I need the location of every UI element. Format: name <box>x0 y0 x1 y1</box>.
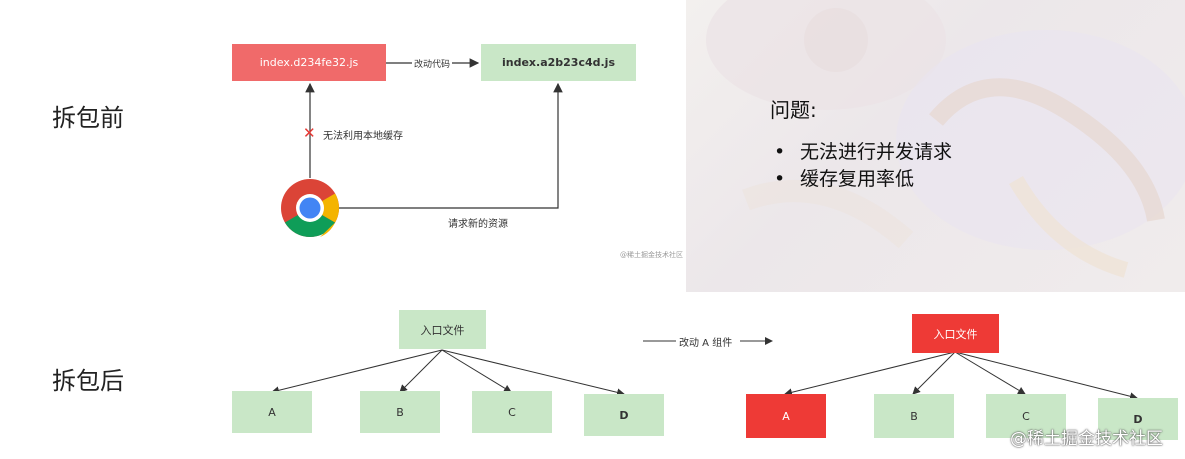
cross-icon: ✕ <box>303 124 316 142</box>
request-new-label: 请求新的资源 <box>448 219 508 230</box>
module-box-b: B <box>360 391 440 433</box>
new-bundle-box: index.a2b23c4d.js <box>481 44 636 81</box>
issues-list: 无法进行并发请求 缓存复用率低 <box>770 139 952 193</box>
old-bundle-box: index.d234fe32.js <box>232 44 386 81</box>
module-label: B <box>396 405 404 419</box>
new-bundle-label: index.a2b23c4d.js <box>501 56 615 69</box>
module-label: C <box>508 405 516 419</box>
issue-item: 无法进行并发请求 <box>770 139 952 166</box>
issue-item: 缓存复用率低 <box>770 166 952 193</box>
background-illustration <box>686 0 1185 292</box>
chrome-icon <box>280 178 340 238</box>
module-box-c: C <box>472 391 552 433</box>
entry-file-label: 入口文件 <box>933 327 978 341</box>
change-component-label: 改动 A 组件 <box>679 338 733 349</box>
issues-title: 问题: <box>770 98 817 122</box>
module-label: C <box>1022 409 1030 423</box>
label-before: 拆包前 <box>52 104 124 132</box>
module-box-d: D <box>1098 398 1178 440</box>
module-box-c: C <box>986 394 1066 438</box>
entry-file-box-changed: 入口文件 <box>912 314 999 353</box>
change-code-label: 改动代码 <box>412 57 453 70</box>
footer-watermark: @稀土掘金技术社区 <box>1010 429 1163 449</box>
entry-file-label: 入口文件 <box>420 323 465 337</box>
module-box-a-changed: A <box>746 394 826 438</box>
module-box-d: D <box>584 394 664 436</box>
module-label: D <box>1133 412 1143 426</box>
module-label: D <box>619 408 629 422</box>
entry-file-box: 入口文件 <box>399 310 486 349</box>
module-box-b: B <box>874 394 954 438</box>
source-mark: @稀土掘金技术社区 <box>620 251 683 259</box>
module-label: B <box>910 409 918 423</box>
module-box-a: A <box>232 391 312 433</box>
label-after: 拆包后 <box>52 367 124 395</box>
module-label: A <box>268 405 276 419</box>
cache-fail-label: 无法利用本地缓存 <box>323 131 403 142</box>
old-bundle-label: index.d234fe32.js <box>259 56 359 69</box>
module-label: A <box>782 409 790 423</box>
